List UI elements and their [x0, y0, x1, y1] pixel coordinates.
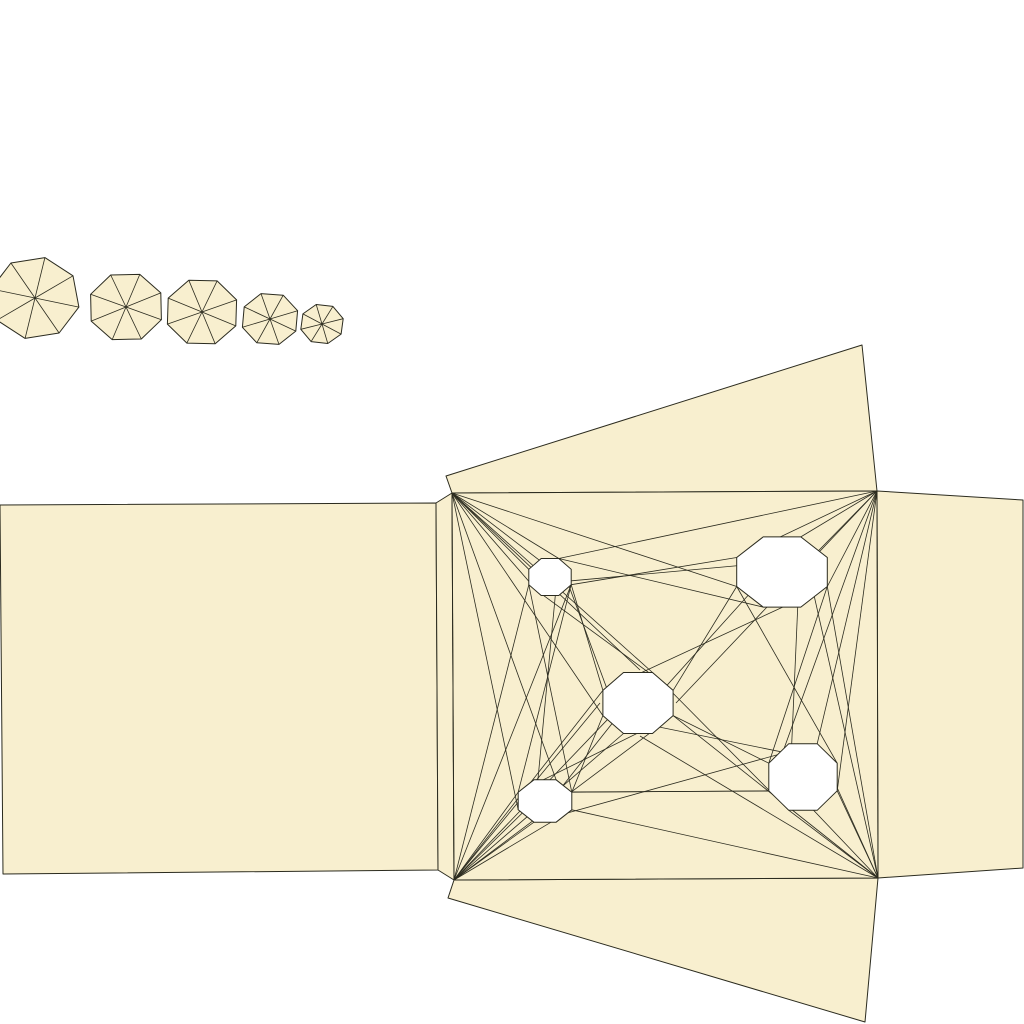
- tri-edge-53: [652, 672, 790, 811]
- cap-5-spoke-5: [310, 323, 323, 342]
- tri-edge-18: [451, 492, 604, 716]
- tri-edge-64: [451, 492, 455, 881]
- tri-edge-58: [571, 790, 769, 793]
- tri-edge-43: [528, 584, 573, 793]
- tri-edge-36: [571, 557, 737, 586]
- tri-edge-28: [816, 490, 878, 744]
- cap-4-spoke-5: [256, 318, 271, 343]
- tri-edge-9: [826, 586, 879, 879]
- tri-edge-7: [558, 490, 878, 559]
- tri-edge-49: [736, 586, 838, 764]
- tri-edge-23: [836, 490, 878, 791]
- cap-3-spoke-3: [201, 311, 236, 327]
- cap-4-spoke-6: [242, 318, 271, 328]
- cap-1-spoke-2: [34, 275, 74, 299]
- cap-4-spoke-2: [269, 310, 298, 320]
- tri-edge-35: [451, 492, 557, 780]
- cap-1-spoke-7: [0, 290, 36, 299]
- tri-edge-65: [876, 490, 879, 879]
- cap-polygons: [0, 257, 344, 345]
- tri-edge-5: [451, 492, 530, 570]
- cap-4-spoke-8: [260, 293, 271, 320]
- cap-2-spoke-1: [125, 274, 141, 308]
- right-panel: [876, 490, 1024, 879]
- tri-edge-46: [672, 586, 738, 691]
- cap-2-spoke-5: [111, 306, 127, 340]
- cap-1-spoke-3: [34, 297, 79, 308]
- hole-4: [768, 743, 838, 811]
- cap-3-spoke-4: [201, 311, 216, 344]
- cap-2-spoke-7: [90, 293, 127, 308]
- holes: [517, 536, 838, 823]
- cap-4-spoke-3: [269, 318, 296, 332]
- tri-edge-8: [826, 490, 878, 587]
- tri-edge-55: [571, 715, 604, 793]
- bottom-panel: [447, 877, 879, 1023]
- tri-edge-59: [533, 743, 818, 823]
- cap-1-spoke-8: [10, 262, 36, 299]
- cap-1-spoke-5: [24, 297, 36, 339]
- cap-4-spoke-4: [269, 318, 280, 345]
- cap-1-spoke-6: [0, 297, 36, 319]
- cap-3-spoke-7: [168, 297, 203, 313]
- cap-2-spoke-4: [125, 306, 142, 340]
- tri-edge-30: [571, 809, 879, 879]
- tri-edge-39: [570, 584, 604, 691]
- cap-3-spoke-6: [167, 311, 203, 325]
- tri-edge-63: [639, 735, 879, 879]
- tri-edge-25: [768, 490, 878, 791]
- tri-edge-31: [453, 821, 535, 881]
- cap-5-spoke-7: [302, 313, 323, 325]
- cap-3-spoke-1: [201, 280, 218, 313]
- cap-4-spoke-1: [269, 295, 284, 320]
- tri-edge-13: [800, 490, 878, 538]
- cap-2-spoke-2: [125, 292, 161, 308]
- left-panel: [0, 502, 439, 875]
- tri-edge-24: [788, 809, 879, 879]
- cap-3-spoke-5: [186, 311, 203, 344]
- cap-3-spoke-8: [188, 280, 203, 313]
- left-flap: [435, 492, 455, 881]
- hole-3: [602, 672, 674, 734]
- hole-2: [736, 536, 828, 608]
- cap-5-spoke-3: [321, 323, 342, 335]
- cap-1-spoke-1: [34, 257, 46, 299]
- cap-5-spoke-8: [315, 304, 323, 325]
- cap-5-spoke-6: [300, 323, 323, 330]
- cap-2-spoke-3: [125, 306, 162, 321]
- cap-1-spoke-4: [34, 297, 60, 334]
- cap-2-spoke-8: [110, 274, 127, 308]
- cap-octagon-1: [0, 257, 80, 339]
- side-panels: [0, 344, 1024, 1023]
- tri-edge-48: [768, 586, 828, 764]
- cap-2-spoke-6: [91, 306, 127, 322]
- tri-edge-32: [451, 492, 519, 810]
- tri-edge-4: [453, 584, 530, 881]
- tri-edge-6: [451, 492, 560, 559]
- cap-5-spoke-2: [321, 318, 344, 325]
- hole-1: [528, 558, 572, 596]
- tri-edge-42: [517, 584, 572, 793]
- top-panel: [445, 344, 878, 494]
- hole-5: [517, 779, 573, 823]
- cap-4-spoke-7: [244, 306, 271, 320]
- tri-edge-33: [453, 791, 519, 881]
- cap-3-spoke-2: [201, 299, 237, 313]
- cap-5-spoke-1: [321, 306, 334, 325]
- tri-edge-3: [451, 492, 542, 596]
- tri-edge-11: [451, 492, 737, 587]
- cap-5-spoke-4: [321, 323, 329, 344]
